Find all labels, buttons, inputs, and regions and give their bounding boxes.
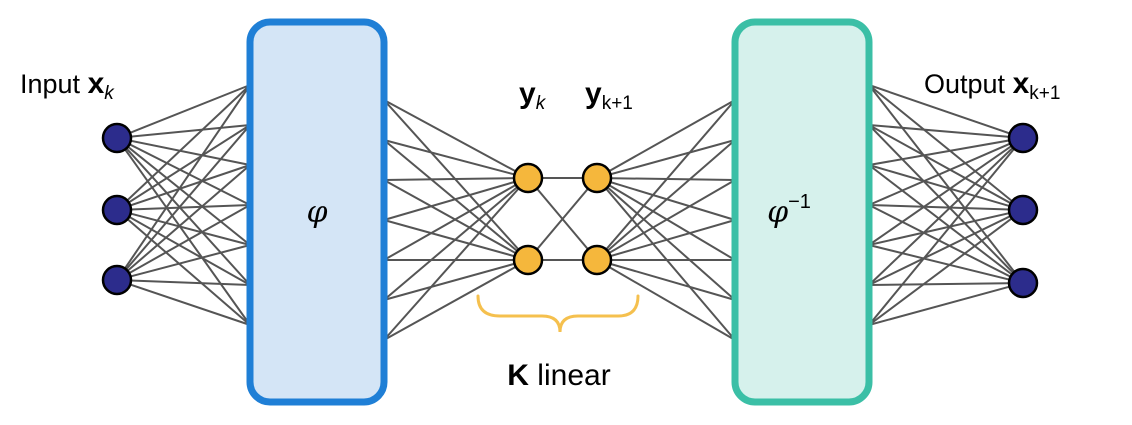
decoder-output-edge: [868, 84, 1024, 139]
encoder-latent-edge: [383, 99, 529, 179]
decoder-output-edge: [868, 84, 1024, 211]
input-encoder-edge: [116, 164, 251, 211]
latent-label-yk-sub: k: [536, 93, 547, 114]
encoder-latent-edge: [383, 99, 529, 261]
latent-label-yk: yk: [519, 77, 547, 114]
latent-decoder-edge: [596, 99, 736, 179]
input-node: [101, 194, 133, 226]
input-label: Input xk: [20, 67, 115, 104]
encoder-symbol: φ: [306, 195, 327, 230]
decoder-output-edge: [868, 137, 1024, 326]
decoder-output-edge: [868, 124, 1024, 284]
input-encoder-edge: [116, 279, 251, 286]
input-label-var: x: [88, 67, 105, 100]
output-label-text: Output: [924, 69, 1013, 99]
latent-node-yk1: [581, 244, 613, 276]
input-encoder-edge: [116, 124, 251, 139]
operator-label-rest: linear: [529, 359, 611, 392]
linear-operator-edge: [527, 177, 598, 261]
latent-node-yk: [512, 162, 544, 194]
encoder-latent-edge: [383, 139, 529, 179]
decoder-block: [731, 18, 873, 406]
decoder-phi: φ: [767, 195, 788, 230]
input-label-text: Input: [20, 69, 88, 99]
network-nodes: [101, 122, 1039, 299]
encoder-block: [246, 18, 388, 406]
decoder-output-edge: [868, 244, 1024, 284]
input-encoder-edge: [116, 137, 251, 326]
decoder-output-edge: [868, 137, 1024, 166]
latent-decoder-edge: [596, 139, 736, 179]
latent-node-yk: [512, 244, 544, 276]
input-encoder-edge: [116, 124, 251, 281]
input-encoder-edge: [116, 84, 251, 211]
latent-decoder-edge: [596, 139, 736, 261]
decoder-output-edge: [868, 137, 1024, 286]
input-encoder-edge: [116, 204, 251, 211]
decoder-symbol: φ−1: [767, 191, 811, 230]
latent-label-yk1: yk+1: [585, 77, 633, 114]
latent-decoder-edge: [596, 219, 736, 261]
linear-operator-brace: [476, 294, 640, 333]
input-encoder-edge: [116, 137, 251, 206]
decoder-inverse-superscript: −1: [788, 191, 811, 213]
decoder-output-edge: [868, 282, 1024, 286]
output-node: [1007, 267, 1039, 299]
input-encoder-edge: [116, 209, 251, 286]
encoder-latent-edge: [383, 179, 529, 261]
operator-label-bold: K: [507, 359, 529, 392]
output-label-sub: k+1: [1029, 83, 1060, 104]
output-label-var: x: [1013, 67, 1030, 100]
input-encoder-edge: [116, 204, 251, 281]
decoder-output-edge: [868, 164, 1024, 284]
decoder-output-edge: [868, 209, 1024, 286]
input-node: [101, 122, 133, 154]
latent-decoder-edge: [596, 259, 736, 301]
latent-decoder-edge: [596, 99, 736, 261]
encoder-latent-edge: [383, 219, 529, 261]
decoder-output-edge: [868, 164, 1024, 211]
latent-label-yk1-var: y: [585, 77, 602, 110]
input-encoder-edge: [116, 164, 251, 281]
latent-decoder-edge: [596, 259, 736, 341]
output-label: Output xk+1: [924, 67, 1060, 104]
input-encoder-edge: [116, 209, 251, 246]
output-node: [1007, 122, 1039, 154]
decoder-output-edge: [868, 204, 1024, 284]
decoder-output-edge: [868, 137, 1024, 206]
input-label-sub: k: [104, 83, 115, 104]
decoder-output-edge: [868, 124, 1024, 211]
encoder-latent-edge: [383, 139, 529, 261]
decoder-output-edge: [868, 124, 1024, 139]
decoder-output-edge: [868, 209, 1024, 246]
decoder-output-edge: [868, 282, 1024, 326]
output-node: [1007, 194, 1039, 226]
latent-node-yk1: [581, 162, 613, 194]
decoder-output-edge: [868, 204, 1024, 211]
latent-label-yk1-sub: k+1: [602, 93, 633, 114]
decoder-output-edge: [868, 137, 1024, 246]
latent-label-yk-var: y: [519, 77, 536, 110]
encoder-latent-edge: [383, 259, 529, 301]
latent-decoder-edge: [596, 179, 736, 261]
decoder-output-edge: [868, 84, 1024, 284]
input-encoder-edge: [116, 279, 251, 326]
operator-label: K linear: [507, 359, 610, 392]
network-edges: [116, 84, 1024, 341]
input-encoder-edge: [116, 84, 251, 139]
input-encoder-edge: [116, 209, 251, 326]
input-node: [101, 264, 133, 296]
input-encoder-edge: [116, 244, 251, 281]
input-encoder-edge: [116, 137, 251, 286]
encoder-latent-edge: [383, 259, 529, 341]
input-encoder-edge: [116, 84, 251, 281]
decoder-output-edge: [868, 209, 1024, 326]
input-encoder-edge: [116, 137, 251, 246]
input-encoder-edge: [116, 124, 251, 211]
input-encoder-edge: [116, 137, 251, 166]
